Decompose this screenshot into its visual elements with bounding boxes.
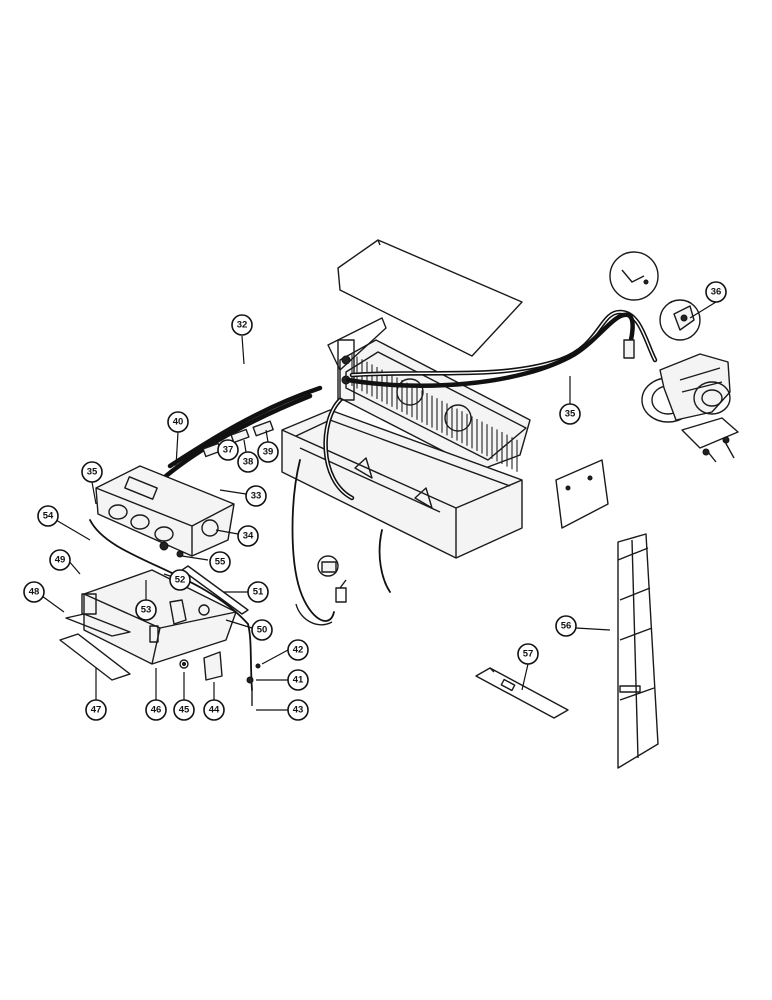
svg-text:50: 50	[257, 625, 268, 636]
heater-box	[95, 465, 235, 558]
mounting-bracket	[81, 569, 237, 665]
svg-text:39: 39	[263, 447, 274, 458]
callout-56: 56	[555, 615, 577, 637]
callout-54: 54	[37, 505, 59, 527]
callout-49: 49	[49, 549, 71, 571]
callout-55: 55	[209, 551, 231, 573]
callout-35-left: 35	[81, 461, 103, 483]
callout-42: 42	[287, 639, 309, 661]
callout-34: 34	[237, 525, 259, 547]
bar-57	[475, 667, 569, 719]
svg-text:55: 55	[215, 557, 226, 568]
callout-43: 43	[287, 699, 309, 721]
callout-48: 48	[23, 581, 45, 603]
callout-37: 37	[217, 439, 239, 461]
svg-text:43: 43	[293, 705, 304, 716]
callout-38: 38	[237, 451, 259, 473]
wiring-harness	[89, 459, 391, 706]
leader-lines	[41, 301, 717, 711]
svg-text:36: 36	[711, 287, 722, 298]
compressor	[609, 251, 739, 463]
svg-text:51: 51	[253, 587, 264, 598]
side-panel	[555, 459, 609, 529]
hose-fittings	[202, 339, 635, 458]
callout-53: 53	[135, 599, 157, 621]
callout-47: 47	[85, 699, 107, 721]
callout-51: 51	[247, 581, 269, 603]
svg-text:35: 35	[565, 409, 576, 420]
svg-text:40: 40	[173, 417, 184, 428]
callouts: 32 36 35 40 39 37 38 33 35 34 54 55 49 5…	[23, 281, 727, 721]
svg-text:45: 45	[179, 705, 190, 716]
svg-text:32: 32	[237, 320, 248, 331]
svg-text:46: 46	[151, 705, 162, 716]
svg-text:56: 56	[561, 621, 572, 632]
svg-text:33: 33	[251, 491, 262, 502]
callout-45: 45	[173, 699, 195, 721]
svg-text:57: 57	[523, 649, 534, 660]
cover-plate	[337, 239, 523, 357]
svg-text:47: 47	[91, 705, 102, 716]
svg-text:49: 49	[55, 555, 66, 566]
callout-33: 33	[245, 485, 267, 507]
callout-41: 41	[287, 669, 309, 691]
svg-text:41: 41	[293, 675, 304, 686]
callout-57: 57	[517, 643, 539, 665]
rail-strips	[59, 613, 131, 681]
svg-text:48: 48	[29, 587, 40, 598]
svg-text:34: 34	[243, 531, 254, 542]
svg-text:38: 38	[243, 457, 254, 468]
callout-40: 40	[167, 411, 189, 433]
svg-text:52: 52	[175, 575, 186, 586]
rod	[181, 565, 249, 615]
svg-text:37: 37	[223, 445, 234, 456]
callout-32: 32	[231, 314, 253, 336]
callout-35-right: 35	[559, 403, 581, 425]
svg-text:44: 44	[209, 705, 220, 716]
svg-text:54: 54	[43, 511, 54, 522]
callout-50: 50	[251, 619, 273, 641]
callout-44: 44	[203, 699, 225, 721]
callout-52: 52	[169, 569, 191, 591]
svg-text:35: 35	[87, 467, 98, 478]
svg-text:42: 42	[293, 645, 304, 656]
side-panel-56	[617, 533, 659, 769]
small-parts	[179, 651, 223, 681]
callout-36: 36	[705, 281, 727, 303]
callout-39: 39	[257, 441, 279, 463]
refrigerant-hoses	[163, 309, 658, 501]
svg-text:53: 53	[141, 605, 152, 616]
callout-46: 46	[145, 699, 167, 721]
